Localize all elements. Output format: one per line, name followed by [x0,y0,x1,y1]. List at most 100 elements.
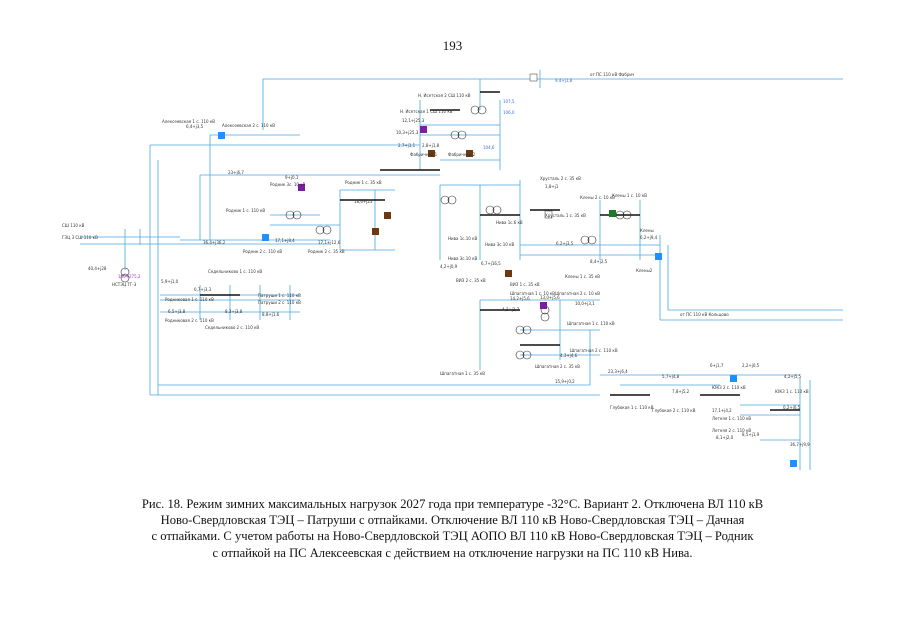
label-fabrichnaya-2: Фабричная 2 [448,152,476,157]
label-vis-2: ВИЗ 2 с. 35 кВ [456,278,486,283]
value-v2: 107,5 [503,99,515,104]
label-tec-sh2: ГЭЦ 3 СШ 110 кВ [62,235,98,240]
label-patrushi-1: Патруши 1 с. 110 кВ [258,293,301,298]
value-v41: 6,2+j3,5 [556,241,574,246]
label-letnyaya-1: Летняя 1 с. 110 кВ [712,416,751,421]
label-sedelnikovo-2: Седельниково 2 с. 110 кВ [205,325,259,330]
diagram-labels: от ПС 110 кВ Фабрич от ПС 110 кВ Кольцов… [62,72,809,433]
label-glubokaya-1: Глубокая 1 с. 110 кВ [610,405,654,410]
label-glubokaya-2: Глубокая 2 с. 110 кВ [652,408,696,413]
value-v34: 17,1+j4,2 [712,408,732,413]
value-v3: 106,0 [503,110,515,115]
caption-line: Ново-Свердловская ТЭЦ – Патруши с отпайк… [160,513,745,528]
value-v17: 6,7+j16,5 [481,261,501,266]
label-shpagatnaya-2: Шпагатная 2 с. 10 кВ [555,291,600,296]
value-v5: 23+j6,7 [228,170,244,175]
diagram-values: 9,4+j1,8 107,5 106,0 104,6 23+j6,7 6,4+j… [88,78,810,447]
value-v18: 4,3+j3,7 [502,307,520,312]
caption-line: с отпайками. С учетом работы на Ново-Све… [151,529,754,544]
label-shpagatnaya-1: Шпагатная 1 с. 10 кВ [510,291,555,296]
label-ps-fabrichnaya: от ПС 110 кВ Фабрич [590,72,634,77]
value-v25: 6,5+j3,8 [168,309,186,314]
label-rodnik-110-2: Родник 2 с. 110 кВ [243,249,282,254]
label-tec-gen: 100+275,2 [118,274,141,279]
label-niva-2: Нива 3с.10 кВ [448,256,477,261]
label-klenovaya2: Клены2 [636,268,653,273]
value-v30: 6+j1,7 [710,363,724,368]
label-niva-1: Нива 1с.10 кВ [448,236,477,241]
label-rodnik-gr2: Родниковая 2 с. 110 кВ [165,318,214,323]
figure-caption: Рис. 18. Режим зимних максимальных нагру… [40,496,865,561]
value-v14: 17,1+j8,4 [275,238,295,243]
label-rodnik-110-1: Родник 1 с. 110 кВ [226,208,265,213]
value-v16: 4,2+j0,9 [440,264,458,269]
label-khrustalnaya-1: Хрусталь 1 с. 35 кВ [545,213,586,218]
value-v40: 15,9+j0,2 [555,379,575,384]
value-v21: 13,0+j5,6 [540,295,560,300]
value-v37: 36,7+j9,9 [790,442,810,447]
station-markers [218,73,797,467]
value-v1: 9,4+j1,8 [555,78,573,83]
label-uks-1: ЮКЗ 2 с. 110 кВ [712,385,746,390]
value-v19: 18,6+j23 [354,199,373,204]
label-tec-sh1: СШ 110 кВ [62,223,85,228]
label-shpagatnaya-35-2: Шпагатная 2 с. 35 кВ [535,364,580,369]
value-v43: 1,8+j1 [545,184,559,189]
label-vis-1: ВИЗ 1 с. 35 кВ [510,282,540,287]
value-v22: 5,9+j1,0 [161,279,179,284]
value-v26: 8,8+j1,6 [262,312,280,317]
value-v27: 23,3+j6,4 [608,369,628,374]
label-klenovaya-1: Клены 1 с. 10 кВ [612,193,647,198]
label-niva-3: Нива 1с.6 кВ [496,220,523,225]
label-rodnik-3s: Родник 3с. 10 кВ [270,182,306,187]
value-v23: 0,7+j3,3 [194,287,212,292]
value-v11: 40,4+j28 [88,266,107,271]
label-fabrichnaya-1: Фабричная 1 [410,152,438,157]
value-v39: 4,3+j4,6 [560,353,578,358]
value-v31: 2,2+j0,5 [742,363,760,368]
label-patrushi-2: Патруши 2 с. 110 кВ [258,300,301,305]
label-uks-2: ЮКЗ 1 с. 110 кВ [775,389,809,394]
label-rodnik-gr: Родниковая 1 с. 110 кВ [165,297,214,302]
label-klenovaya-2: Клены 2 с. 10 кВ [580,195,615,200]
label-shpagatnaya-110-2: Шпагатная 2 с. 110 кВ [570,348,618,353]
label-rodnik-2s: Родник 2 с. 35 кВ [308,249,345,254]
value-v8: 10,3+j25,3 [396,130,419,135]
value-v36: 8,5+j1,9 [742,432,760,437]
caption-line: Рис. 18. Режим зимних максимальных нагру… [141,497,764,511]
label-khrustalnaya-2: Хрусталь 2 с. 35 кВ [540,176,581,181]
label-istok-2: Н. Исетская 2 СШ 110 кВ [418,93,471,98]
label-niva-4: Нива 3с.10 кВ [485,242,514,247]
label-letnyaya-2: Летняя 2 с. 110 кВ [712,428,751,433]
value-v29: 7,8+j5,2 [672,389,690,394]
value-v10: 2,7+j1,1 [398,143,416,148]
label-shpagatnaya-110-1: Шпагатная 1 с. 110 кВ [567,321,615,326]
label-alekseevskaya-1: Алексеевская 1 с. 110 кВ [162,119,215,124]
label-klenovaya-35: Клены 1 с. 35 кВ [565,274,600,279]
busbars [200,91,800,411]
value-v24: 8,3+j3,8 [225,309,243,314]
value-v13: 17,1+j12,6 [318,240,341,245]
label-klenovaya: Клены [640,228,654,233]
value-v42: 8,4+j2,5 [590,259,608,264]
value-v20: 14,2+j5,6 [510,296,530,301]
value-v35: 8,1+j2,0 [716,435,734,440]
value-v32: 4,2+j5,5 [784,374,802,379]
value-v7: 12,1+j25,3 [402,118,425,123]
caption-line: с отпайкой на ПС Алексеевская с действие… [212,545,693,560]
transformers [120,105,632,360]
label-tec-name: НСТЭЦ ТГ-3 [112,282,137,287]
value-v12: 36,4+j36,2 [203,240,226,245]
value-v15: 9+j0,1 [285,175,299,180]
value-v28: 5,7+j4,8 [662,374,680,379]
label-rodnik-1s: Родник 1 с. 35 кВ [345,180,382,185]
label-istok-1: Н. Исетская 1 СШ 110 кВ [400,109,453,114]
label-ps-koltsovo: от ПС 110 кВ Кольцово [680,312,729,317]
value-v44: 6,2+j9,4 [640,235,658,240]
page-number: 193 [442,38,463,53]
label-shpagatnaya-35-1: Шпагатная 1 с. 35 кВ [440,371,485,376]
label-alekseevskaya-2: Алексеевская 2 с. 110 кВ [222,123,275,128]
value-v33: 0,2+j0,5 [783,405,801,410]
label-sedelnikovo-1: Седельниково 1 с. 110 кВ [208,269,262,274]
